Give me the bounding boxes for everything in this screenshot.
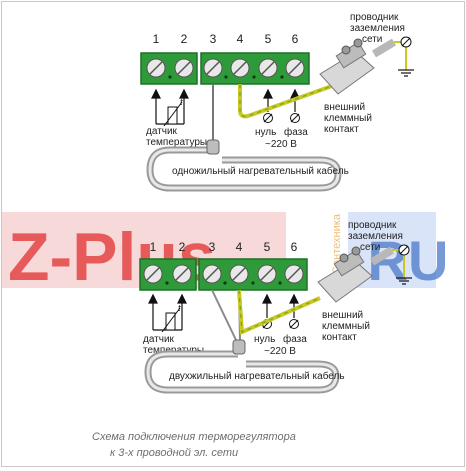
terminal-number-1: 1 bbox=[153, 32, 160, 46]
neutral-label: нуль bbox=[255, 127, 276, 138]
contact-label-3: контакт bbox=[322, 332, 357, 343]
cable-label: одножильный нагревательный кабель bbox=[172, 165, 349, 177]
ground-symbol-icon bbox=[398, 69, 414, 77]
terminal-number-6: 6 bbox=[292, 32, 299, 46]
circle-terminal-icon bbox=[263, 113, 300, 123]
wiring-diagrams: 1 2 3 4 5 6 t датчик bbox=[2, 12, 448, 459]
bottom-diagram: 1 2 3 4 5 6 t датчик темпер bbox=[139, 220, 412, 394]
power-leads bbox=[262, 293, 299, 318]
phase-label: фаза bbox=[283, 333, 307, 345]
external-clamp-contact bbox=[317, 246, 395, 303]
sensor-label-1: датчик bbox=[146, 126, 178, 137]
ground-label-1: проводник bbox=[350, 12, 399, 23]
terminal-number-4: 4 bbox=[237, 32, 244, 46]
terminal-number-1: 1 bbox=[150, 240, 157, 254]
external-clamp-contact bbox=[319, 38, 397, 95]
thermistor-icon: t bbox=[163, 97, 183, 127]
contact-label-2: клеммный bbox=[324, 113, 372, 124]
terminal-number-4: 4 bbox=[236, 240, 243, 254]
ground-wire bbox=[238, 84, 333, 119]
terminal-number-2: 2 bbox=[179, 240, 186, 254]
voltage-label: ~220 В bbox=[264, 346, 296, 357]
contact-label-2: клеммный bbox=[322, 321, 370, 332]
terminal-number-6: 6 bbox=[291, 240, 298, 254]
terminal-number-5: 5 bbox=[264, 240, 271, 254]
ground-label-3: сети bbox=[362, 34, 382, 45]
phase-label: фаза bbox=[284, 126, 308, 138]
ground-label-2: заземления bbox=[350, 23, 405, 34]
caption-line-2: к 3-х проводной эл. сети bbox=[110, 447, 238, 459]
terminal-number-2: 2 bbox=[181, 32, 188, 46]
cable-label: двухжильный нагревательный кабель bbox=[169, 370, 345, 382]
terminal-number-5: 5 bbox=[265, 32, 272, 46]
contact-label-1: внешний bbox=[322, 310, 363, 321]
neutral-label: нуль bbox=[254, 334, 275, 345]
sensor-label-1: датчик bbox=[143, 334, 175, 345]
top-diagram: 1 2 3 4 5 6 t датчик bbox=[140, 12, 414, 192]
slotted-screw-icon bbox=[146, 58, 305, 78]
ground-label-3: сети bbox=[360, 242, 380, 253]
contact-label-3: контакт bbox=[324, 124, 359, 135]
sensor-label-2: температуры bbox=[146, 137, 207, 148]
voltage-label: ~220 В bbox=[265, 139, 297, 150]
terminal-number-3: 3 bbox=[210, 32, 217, 46]
ground-label-1: проводник bbox=[348, 220, 397, 231]
svg-text:t: t bbox=[178, 303, 181, 313]
slotted-screw-icon bbox=[143, 264, 304, 284]
svg-text:t: t bbox=[180, 97, 183, 107]
ground-wire bbox=[237, 289, 321, 335]
ground-label-2: заземления bbox=[348, 231, 403, 242]
terminal-number-3: 3 bbox=[209, 240, 216, 254]
power-leads bbox=[263, 88, 300, 112]
caption-line-1: Схема подключения терморегулятора bbox=[92, 431, 296, 443]
thermistor-icon: t bbox=[161, 303, 181, 333]
heating-cable bbox=[146, 84, 342, 192]
ground-symbol-icon bbox=[396, 277, 412, 285]
contact-label-1: внешний bbox=[324, 102, 365, 113]
